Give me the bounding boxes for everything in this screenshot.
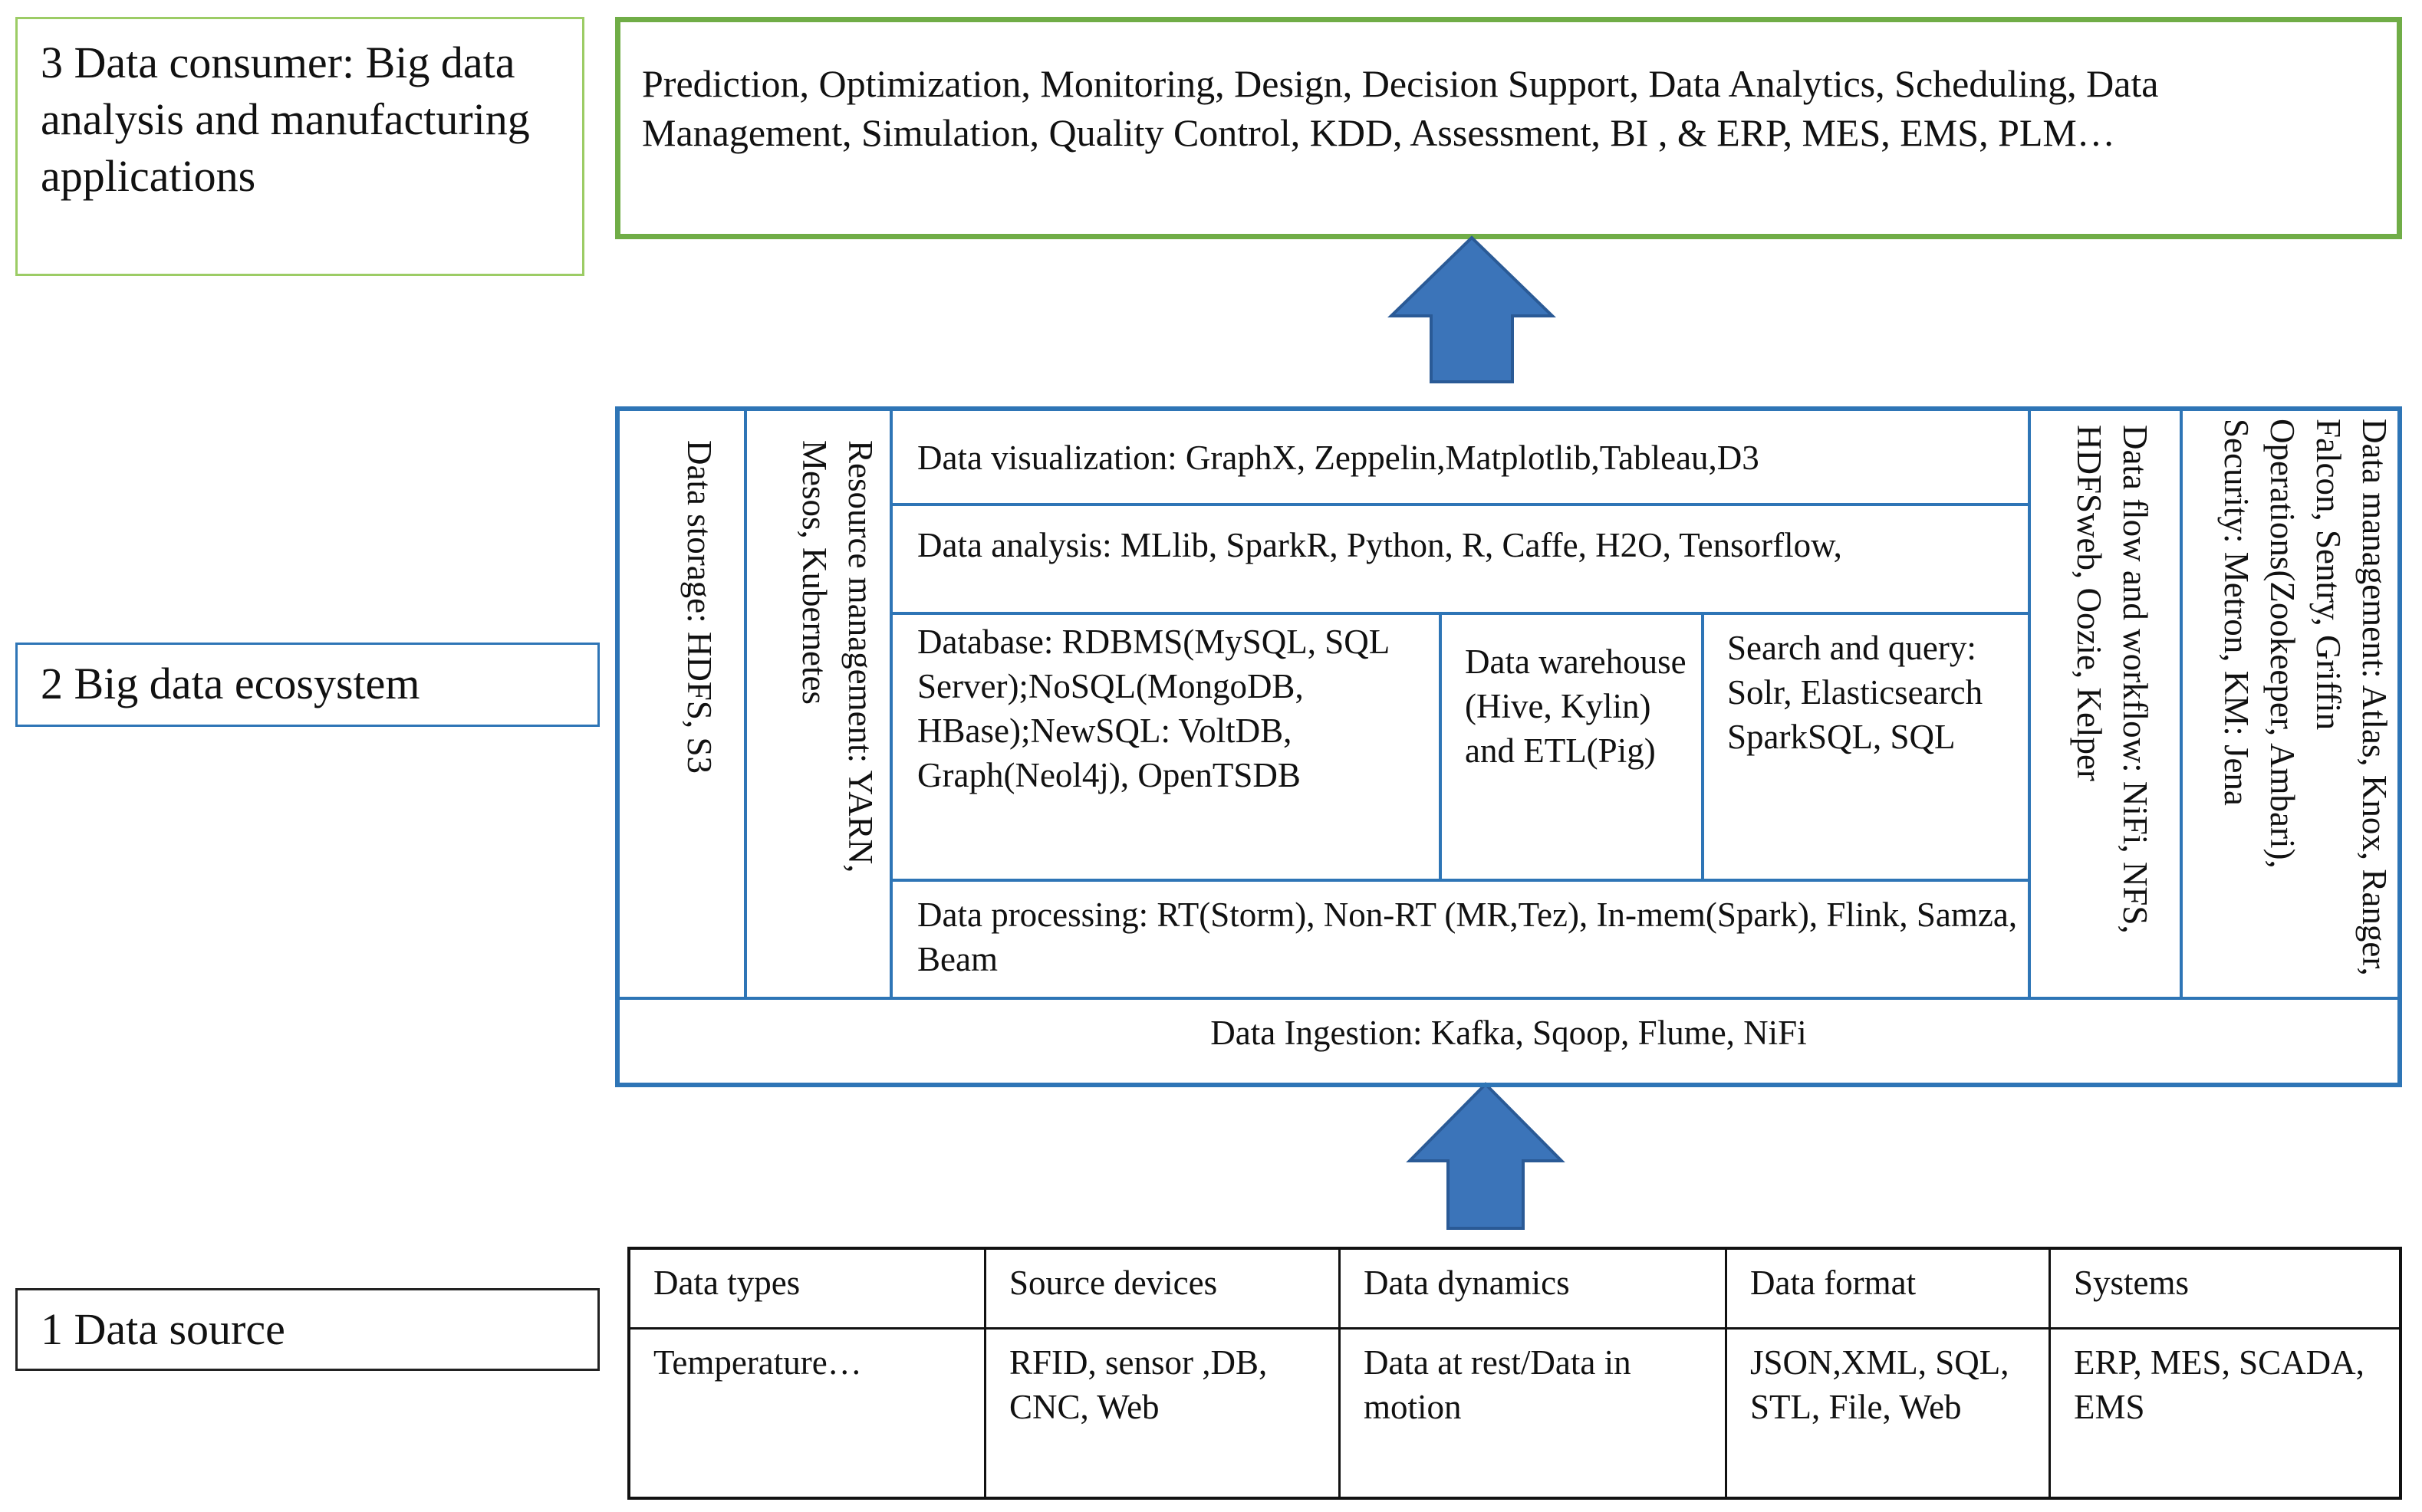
table-cell: RFID, sensor ,DB, CNC, Web <box>986 1330 1341 1497</box>
data-flow-cell: Data flow and workflow: NiFi, NFS, HDFSw… <box>2070 425 2154 934</box>
table-header: Data types <box>630 1250 986 1330</box>
table-cell: Data at rest/Data in motion <box>1341 1330 1727 1497</box>
table-cell: ERP, MES, SCADA, EMS <box>2074 1343 2364 1426</box>
table-header: Data format <box>1727 1250 2051 1330</box>
source-layer-label: 1 Data source <box>15 1288 600 1371</box>
divider <box>2028 409 2031 1000</box>
resource-management-cell: Resource management: YARN, Mesos, Kubern… <box>795 440 880 873</box>
table-header: Data dynamics <box>1341 1250 1727 1330</box>
search-query-cell: Search and query: Solr, Elasticsearch Sp… <box>1727 629 1983 756</box>
data-management-cell: Data management: Atlas, Knox, Ranger, Fa… <box>2217 419 2394 976</box>
up-arrow-icon <box>1406 1082 1565 1230</box>
data-processing-cell: Data processing: RT(Storm), Non-RT (MR,T… <box>917 896 2018 978</box>
data-ingestion-cell: Data Ingestion: Kafka, Sqoop, Flume, NiF… <box>1210 1014 1807 1052</box>
divider <box>2180 409 2183 1000</box>
data-storage-cell: Data storage: HDFS, S3 <box>680 440 719 774</box>
divider <box>890 879 2029 882</box>
table-header: Systems <box>2051 1250 2399 1330</box>
data-warehouse-cell: Data warehouse (Hive, Kylin) and ETL(Pig… <box>1465 643 1687 770</box>
data-source-table: Data types Source devices Data dynamics … <box>627 1247 2402 1500</box>
consumer-layer-label: 3 Data consumer: Big data analysis and m… <box>15 17 584 276</box>
table-cell: JSON,XML, SQL, STL, File, Web <box>1727 1330 2051 1497</box>
divider <box>890 612 2029 615</box>
data-analysis-cell: Data analysis: MLlib, SparkR, Python, R,… <box>917 526 1842 564</box>
divider <box>744 409 747 1000</box>
database-cell: Database: RDBMS(MySQL, SQL Server);NoSQL… <box>917 623 1389 794</box>
ecosystem-frame <box>615 406 2402 1087</box>
divider <box>890 503 2029 506</box>
table-cell: Temperature… <box>630 1330 986 1497</box>
consumer-applications-box: Prediction, Optimization, Monitoring, De… <box>615 17 2402 239</box>
divider <box>1439 613 1442 880</box>
ecosystem-layer-label: 2 Big data ecosystem <box>15 643 600 727</box>
data-visualization-cell: Data visualization: GraphX, Zeppelin,Mat… <box>917 439 1759 477</box>
divider <box>1701 613 1704 880</box>
divider <box>618 997 2399 1000</box>
up-arrow-icon <box>1387 235 1556 383</box>
divider <box>890 409 893 1000</box>
table-header: Source devices <box>986 1250 1341 1330</box>
